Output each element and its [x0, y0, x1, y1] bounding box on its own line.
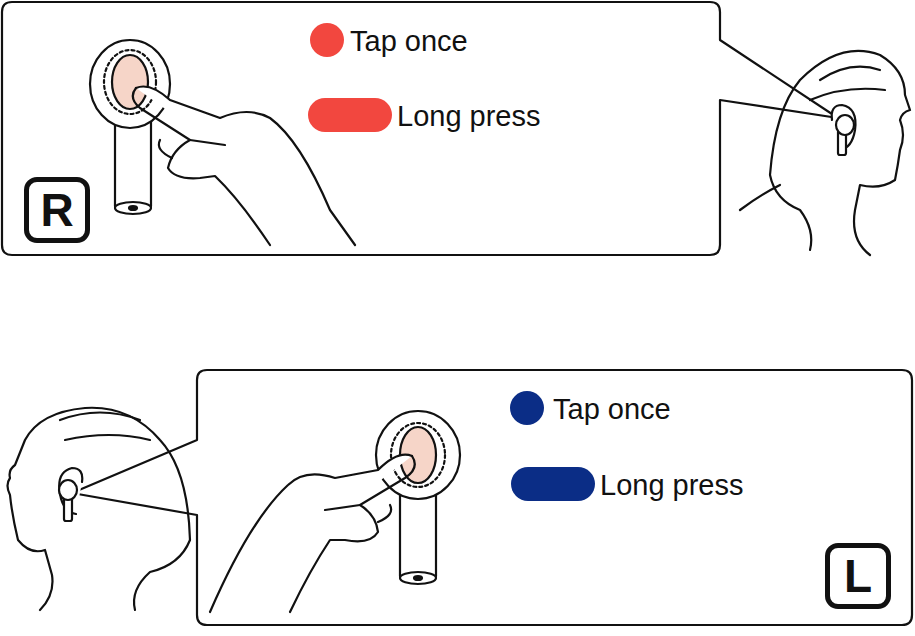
legend-text: Long press — [397, 102, 541, 131]
tap-dot — [510, 391, 544, 425]
side-letter: R — [40, 187, 73, 233]
tap-dot — [310, 23, 344, 57]
side-letter: L — [844, 553, 872, 599]
side-badge: L — [825, 543, 891, 609]
legend-text: Tap once — [350, 27, 468, 56]
press-pill — [511, 467, 595, 501]
legend-text: Tap once — [553, 395, 671, 424]
press-pill — [308, 98, 392, 132]
legend-text: Long press — [600, 471, 744, 500]
side-badge: R — [24, 177, 90, 243]
